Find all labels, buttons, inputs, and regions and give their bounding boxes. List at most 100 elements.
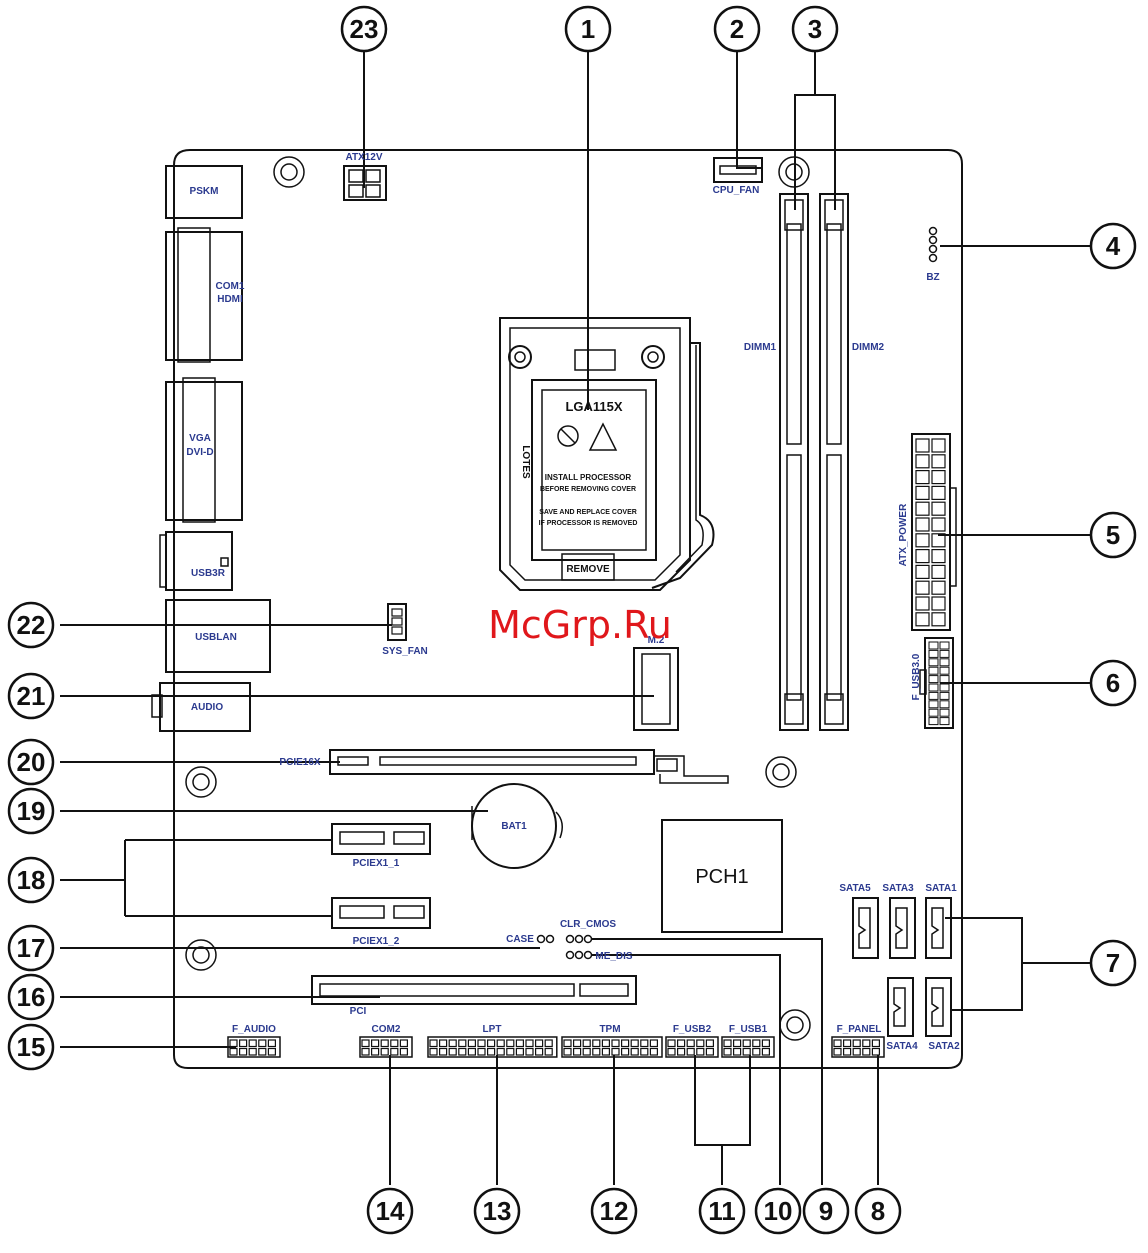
usb3-pin	[928, 666, 939, 675]
sys-fan-header	[387, 603, 407, 641]
callout-20: 20	[7, 738, 55, 786]
label-f-panel: F_PANEL	[837, 1024, 882, 1035]
usb3-pin	[928, 691, 939, 700]
header-pin	[667, 1039, 676, 1048]
callout-circle	[7, 672, 55, 720]
f-usb2-header	[665, 1036, 719, 1058]
callout-number: 11	[708, 1196, 736, 1226]
atx-pin	[915, 596, 930, 611]
atx-pin	[915, 485, 930, 500]
label-com1: COM1	[216, 281, 245, 292]
label-f-audio: F_AUDIO	[232, 1024, 276, 1035]
clr-cmos-jumper	[565, 934, 593, 944]
header-pin	[267, 1039, 276, 1048]
header-pin	[611, 1047, 620, 1056]
label-tpm: TPM	[599, 1024, 620, 1035]
header-pin	[496, 1039, 505, 1048]
header-pin	[487, 1047, 496, 1056]
label-cpu-fan: CPU_FAN	[713, 185, 760, 196]
atx-pin	[915, 470, 930, 485]
callout-number: 22	[17, 610, 46, 640]
header-pin	[467, 1039, 476, 1048]
m2-slot	[633, 647, 679, 731]
callout-number: 17	[17, 933, 46, 963]
callout-number: 23	[350, 14, 379, 44]
label-sata3: SATA3	[882, 883, 914, 894]
callout-4: 4	[1089, 222, 1137, 270]
header-pin	[686, 1039, 695, 1048]
callout-14: 14	[366, 1187, 414, 1235]
header-pin	[239, 1039, 248, 1048]
socket-warning-4: IF PROCESSOR IS REMOVED	[539, 520, 638, 527]
pch1-chip	[661, 819, 783, 933]
sata3-port	[889, 897, 916, 959]
callout-circle	[7, 738, 55, 786]
sata2-port	[925, 977, 952, 1037]
header-pin	[761, 1047, 771, 1056]
header-pin	[267, 1047, 276, 1056]
header-pin	[620, 1047, 630, 1056]
header-pin	[640, 1047, 649, 1056]
callout-circle	[7, 1023, 55, 1071]
header-pin	[544, 1039, 553, 1048]
callout-10: 10	[754, 1187, 802, 1235]
lpt-header	[427, 1036, 558, 1058]
sata5-port	[852, 897, 879, 959]
callout-circle	[754, 1187, 802, 1235]
header-pin	[380, 1047, 389, 1056]
header-pin	[399, 1047, 408, 1056]
callout-19: 19	[7, 787, 55, 835]
atx-pin	[931, 612, 946, 627]
usb3-pin	[939, 675, 950, 684]
socket-side-text: LOTES	[520, 445, 531, 479]
socket-warning-3: SAVE AND REPLACE COVER	[539, 509, 637, 516]
callout-21: 21	[7, 672, 55, 720]
sata-ports	[852, 897, 952, 1037]
usb3-pin	[939, 666, 950, 675]
label-f-usb2: F_USB2	[673, 1024, 712, 1035]
header-pin	[229, 1039, 238, 1048]
usb3-pin	[939, 700, 950, 709]
label-sata2: SATA2	[928, 1041, 960, 1052]
usb3-pin	[939, 708, 950, 717]
sata1-port	[925, 897, 952, 959]
header-pin	[534, 1047, 544, 1056]
label-lpt: LPT	[483, 1024, 502, 1035]
label-usblan: USBLAN	[195, 632, 237, 643]
header-pin	[380, 1039, 389, 1048]
header-pin	[611, 1039, 620, 1048]
callout-number: 21	[17, 681, 46, 711]
usb3-pin	[939, 641, 950, 650]
header-pin	[833, 1047, 842, 1056]
header-pin	[496, 1047, 505, 1056]
header-pin	[732, 1047, 742, 1056]
header-pin	[842, 1039, 852, 1048]
label-pci: PCI	[350, 1006, 367, 1017]
header-pin	[361, 1039, 370, 1048]
header-pin	[705, 1039, 715, 1048]
header-pin	[458, 1039, 467, 1048]
header-pin	[525, 1039, 534, 1048]
usb3-pin	[939, 658, 950, 667]
vga-dvi-port	[165, 381, 243, 521]
callout-2: 2	[713, 5, 761, 53]
callout-22: 22	[7, 601, 55, 649]
header-pin	[667, 1047, 676, 1056]
callout-circle	[698, 1187, 746, 1235]
header-pin	[742, 1039, 751, 1048]
cpu-socket	[499, 317, 715, 591]
header-pin	[248, 1047, 257, 1056]
usb3r-port	[165, 531, 233, 591]
header-pin	[534, 1039, 544, 1048]
label-f-usb30: F_USB3.0	[911, 653, 922, 700]
header-pin	[371, 1047, 380, 1056]
callout-number: 15	[17, 1032, 46, 1062]
header-pin	[525, 1047, 534, 1056]
usb3-pin	[928, 717, 939, 726]
atx-pin	[915, 548, 930, 564]
label-pciex1-1: PCIEX1_1	[353, 858, 400, 869]
atx-pin	[931, 533, 946, 548]
f-audio-header	[227, 1036, 281, 1058]
header-pin	[742, 1047, 751, 1056]
